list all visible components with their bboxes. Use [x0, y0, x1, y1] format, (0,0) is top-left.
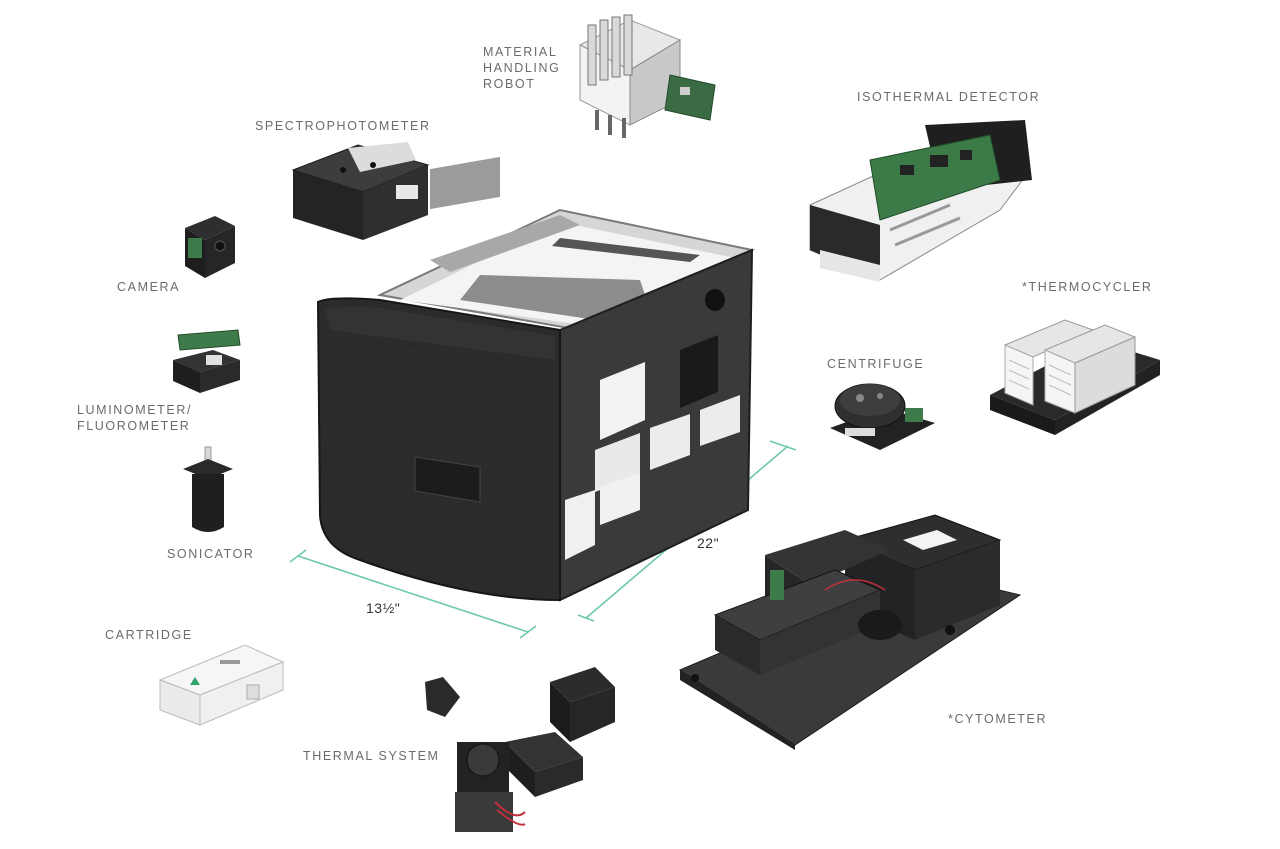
cartridge-icon: [158, 644, 285, 726]
dimension-depth-label: 22": [697, 535, 720, 551]
depth-tick-top: [769, 440, 797, 451]
depth-tick-bottom: [577, 614, 595, 622]
luminometer-fluorometer-icon: [173, 329, 241, 393]
dimension-width-label: 13½": [366, 600, 401, 616]
label-thermocycler: *THERMOCYCLER: [1022, 280, 1153, 294]
spectrophotometer-icon: [291, 142, 430, 240]
label-spectrophotometer: SPECTROPHOTOMETER: [255, 119, 431, 133]
width-tick-left: [289, 549, 307, 563]
material-handling-robot-icon: [578, 14, 716, 138]
label-thermal-system: THERMAL SYSTEM: [303, 749, 440, 763]
label-camera: CAMERA: [117, 280, 181, 294]
camera-icon: [185, 216, 235, 278]
thermal-system-icon: [425, 667, 615, 832]
label-sonicator: SONICATOR: [167, 547, 255, 561]
label-isothermal-detector: ISOTHERMAL DETECTOR: [857, 90, 1041, 104]
centrifuge-icon: [830, 383, 935, 450]
svg-text:· · · · · ·: · · · · · ·: [385, 342, 417, 356]
width-tick-right: [519, 625, 537, 639]
label-luminometer-fluorometer: LUMINOMETER/ FLUOROMETER: [77, 403, 193, 433]
label-material-handling-robot: MATERIAL HANDLING ROBOT: [483, 45, 561, 91]
isothermal-detector-icon: [809, 120, 1032, 282]
label-cartridge: CARTRIDGE: [105, 628, 193, 642]
sonicator-icon: [183, 446, 233, 532]
label-centrifuge: CENTRIFUGE: [827, 357, 925, 371]
width-dimension-line: [297, 555, 529, 633]
label-cytometer: *CYTOMETER: [948, 712, 1048, 726]
thermocycler-icon: [990, 319, 1160, 435]
cytometer-icon: [678, 514, 1022, 750]
